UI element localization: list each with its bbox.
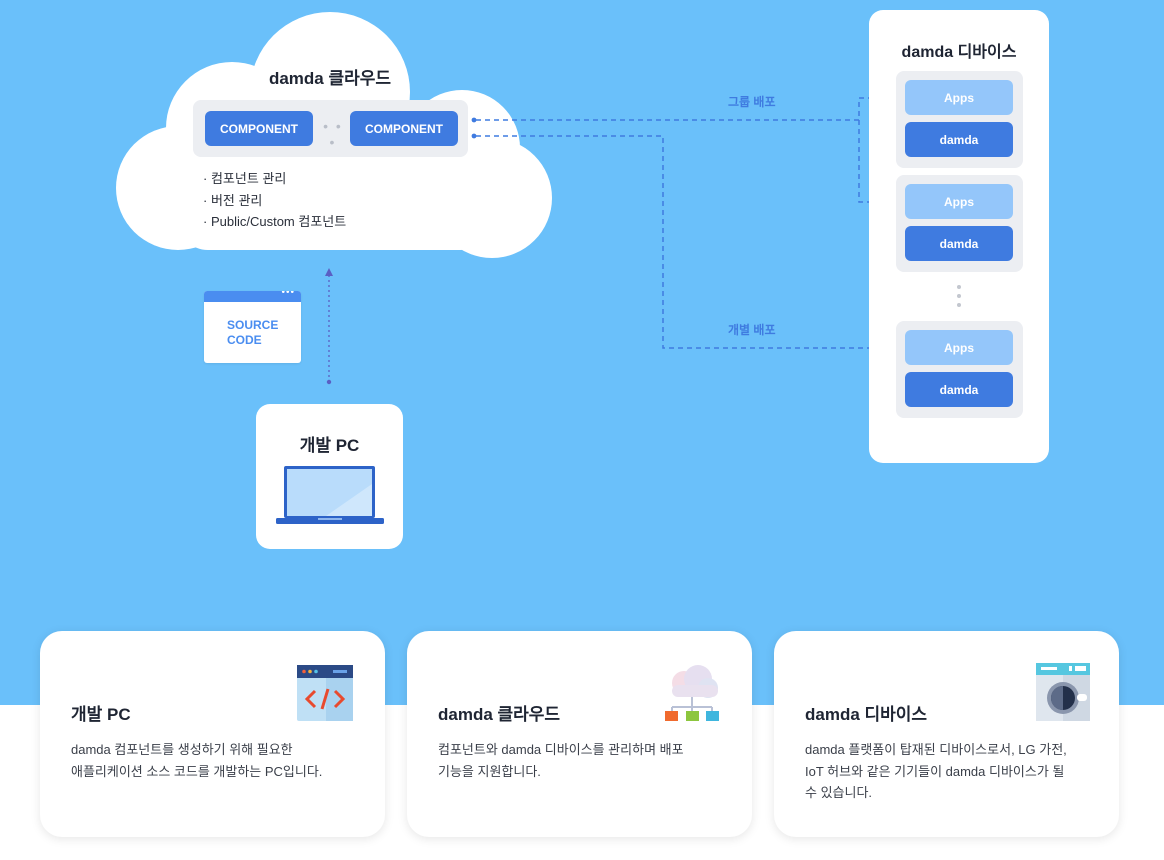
desc-line: damda 컴포넌트를 생성하기 위해 필요한 <box>71 742 293 757</box>
source-code-line1: SOURCE <box>227 318 279 332</box>
cloud-feature-list: · 컴포넌트 관리 · 버전 관리 · Public/Custom 컴포넌트 <box>203 168 346 233</box>
info-card-title: damda 디바이스 <box>805 705 928 724</box>
ellipsis-dots: • • • <box>323 118 343 150</box>
dev-pc-card: 개발 PC <box>256 404 403 549</box>
info-card-description: 컴포넌트와 damda 디바이스를 관리하며 배포 기능을 지원합니다. <box>438 739 728 782</box>
devices-title: damda 디바이스 <box>901 44 1017 61</box>
washing-machine-icon <box>1036 663 1090 721</box>
laptop-icon <box>276 466 384 524</box>
damda-button[interactable]: damda <box>905 372 1013 407</box>
info-card-description: damda 플랫폼이 탑재된 디바이스로서, LG 가전, IoT 허브와 같은… <box>805 739 1095 804</box>
device-group-2: Apps damda <box>896 175 1023 272</box>
desc-line: 컴포넌트와 damda 디바이스를 관리하며 배포 <box>438 742 684 757</box>
component-button-1[interactable]: COMPONENT <box>205 111 313 146</box>
more-devices-dots <box>956 285 962 312</box>
feature-item: · 컴포넌트 관리 <box>203 171 287 186</box>
device-group-3: Apps damda <box>896 321 1023 418</box>
apps-button[interactable]: Apps <box>905 184 1013 219</box>
group-deploy-connector <box>476 92 890 121</box>
info-card-title: damda 클라우드 <box>438 705 561 724</box>
feature-item: · Public/Custom 컴포넌트 <box>203 214 347 229</box>
source-code-line2: CODE <box>227 333 262 347</box>
info-card-cloud: damda 클라우드 컴포넌트와 damda 디바이스를 관리하며 배포 기능을… <box>407 631 752 837</box>
source-code-card: ••• SOURCE CODE <box>204 291 301 363</box>
desc-line: 기능을 지원합니다. <box>438 763 541 779</box>
cloud-network-icon <box>665 665 719 721</box>
code-window-icon <box>297 665 353 721</box>
desc-line: 애플리케이션 소스 코드를 개발하는 PC입니다. <box>71 763 323 779</box>
info-card-dev-pc: 개발 PC damda 컴포넌트를 생성하기 위해 필요한 애플리케이션 소스 … <box>40 631 385 837</box>
apps-button[interactable]: Apps <box>905 80 1013 115</box>
group-deploy-label: 그룹 배포 <box>728 95 776 109</box>
desc-line: damda 플랫폼이 탑재된 디바이스로서, LG 가전, <box>805 742 1067 757</box>
component-button-2[interactable]: COMPONENT <box>350 111 458 146</box>
window-title-bar: ••• <box>204 291 301 302</box>
info-card-title: 개발 PC <box>71 705 131 724</box>
apps-button[interactable]: Apps <box>905 330 1013 365</box>
device-group-1: Apps damda <box>896 71 1023 168</box>
damda-button[interactable]: damda <box>905 122 1013 157</box>
desc-line: 수 있습니다. <box>805 785 873 800</box>
damda-button[interactable]: damda <box>905 226 1013 261</box>
source-code-label: SOURCE CODE <box>227 318 278 348</box>
devices-panel: damda 디바이스 Apps damda Apps damda Apps da… <box>869 10 1049 463</box>
info-card-description: damda 컴포넌트를 생성하기 위해 필요한 애플리케이션 소스 코드를 개발… <box>71 739 361 782</box>
cloud-title: damda 클라우드 <box>268 69 392 88</box>
individual-deploy-connector <box>476 135 890 354</box>
desc-line: IoT 허브와 같은 기기들이 damda 디바이스가 될 <box>805 763 1065 779</box>
dev-pc-title: 개발 PC <box>299 436 360 455</box>
individual-deploy-label: 개별 배포 <box>728 323 776 337</box>
feature-item: · 버전 관리 <box>203 192 263 208</box>
info-card-device: damda 디바이스 damda 플랫폼이 탑재된 디바이스로서, LG 가전,… <box>774 631 1119 837</box>
